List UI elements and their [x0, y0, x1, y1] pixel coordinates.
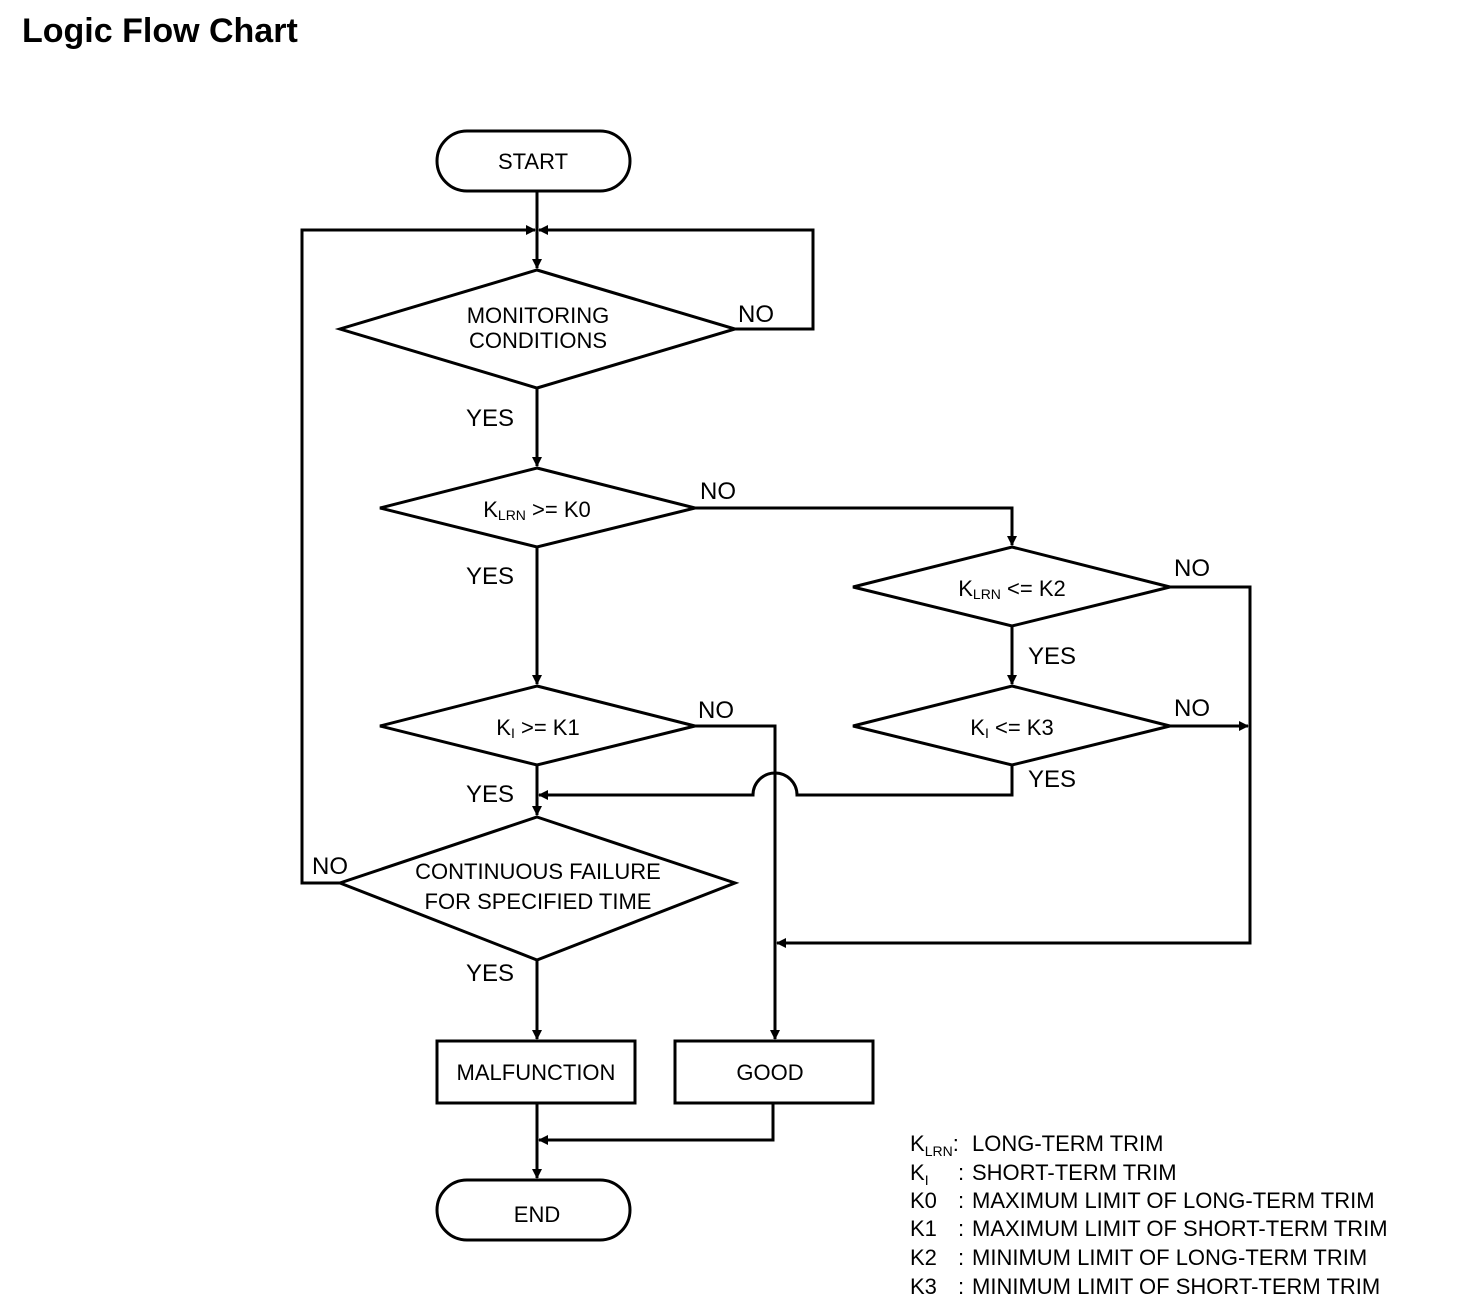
no-label: NO: [698, 697, 734, 724]
legend-item-ki: KI : SHORT-TERM TRIM: [910, 1160, 1177, 1188]
decision-klrn-le-k2: KLRN <= K2: [852, 545, 1171, 628]
legend-item-k2: K2 : MINIMUM LIMIT OF LONG-TERM TRIM: [910, 1245, 1367, 1270]
svg-text:MAXIMUM LIMIT OF LONG-TERM TRI: MAXIMUM LIMIT OF LONG-TERM TRIM: [972, 1188, 1375, 1213]
connector-monitoring-no-loop: [538, 225, 815, 331]
svg-text:K0: K0: [910, 1188, 937, 1213]
legend-item-k1: K1 : MAXIMUM LIMIT OF SHORT-TERM TRIM: [910, 1216, 1388, 1241]
decision-continuous-failure: CONTINUOUS FAILURE FOR SPECIFIED TIME: [335, 815, 740, 962]
monitoring-label-line2: CONDITIONS: [469, 328, 607, 353]
svg-text:KLRN:: KLRN:: [910, 1131, 959, 1159]
ki-ge-k1-label: KI >= K1: [496, 715, 579, 741]
legend-item-klrn: KLRN: LONG-TERM TRIM: [910, 1131, 1163, 1159]
yes-label: YES: [1028, 643, 1076, 670]
end-terminal: END: [435, 1178, 632, 1242]
no-label: NO: [738, 301, 774, 328]
good-label: GOOD: [736, 1060, 803, 1085]
start-terminal: START: [435, 129, 632, 193]
monitoring-label-line1: MONITORING: [467, 303, 610, 328]
svg-text:SHORT-TERM TRIM: SHORT-TERM TRIM: [972, 1160, 1177, 1185]
branch-labels: NO YES NO YES NO YES NO NO YES YES NO YE…: [312, 301, 1210, 987]
page-title: Logic Flow Chart: [22, 12, 298, 50]
connector-continuous-no-loop: [300, 225, 536, 885]
yes-label: YES: [466, 405, 514, 432]
svg-text:MINIMUM LIMIT OF SHORT-TERM TR: MINIMUM LIMIT OF SHORT-TERM TRIM: [972, 1274, 1380, 1299]
legend-item-k3: K3 : MINIMUM LIMIT OF SHORT-TERM TRIM: [910, 1274, 1380, 1299]
connector-k0-no: [695, 506, 1017, 546]
svg-text:MAXIMUM LIMIT OF SHORT-TERM TR: MAXIMUM LIMIT OF SHORT-TERM TRIM: [972, 1216, 1388, 1241]
svg-text:K3: K3: [910, 1274, 937, 1299]
svg-text::: :: [958, 1216, 964, 1241]
decision-ki-le-k3: KI <= K3: [852, 684, 1171, 767]
continuous-label-line2: FOR SPECIFIED TIME: [425, 889, 652, 914]
svg-text::: :: [958, 1160, 964, 1185]
yes-label: YES: [466, 563, 514, 590]
no-label: NO: [1174, 555, 1210, 582]
klrn-le-k2-label: KLRN <= K2: [958, 576, 1066, 602]
svg-text::: :: [958, 1245, 964, 1270]
svg-text:LONG-TERM TRIM: LONG-TERM TRIM: [972, 1131, 1163, 1156]
klrn-ge-k0-label: KLRN >= K0: [483, 497, 591, 523]
connector-k3-yes: [538, 765, 1014, 800]
end-label: END: [514, 1202, 560, 1227]
yes-label: YES: [1028, 766, 1076, 793]
connectors: [300, 191, 1252, 1179]
svg-text::: :: [958, 1274, 964, 1299]
connector-k1-no: [695, 724, 780, 1040]
continuous-label-line1: CONTINUOUS FAILURE: [415, 859, 661, 884]
legend-item-k0: K0 : MAXIMUM LIMIT OF LONG-TERM TRIM: [910, 1188, 1375, 1213]
svg-text:K2: K2: [910, 1245, 937, 1270]
legend: KLRN: LONG-TERM TRIM KI : SHORT-TERM TRI…: [910, 1131, 1388, 1299]
decision-ki-ge-k1: KI >= K1: [379, 684, 696, 767]
good-box: GOOD: [673, 1039, 875, 1105]
svg-text::: :: [958, 1188, 964, 1213]
no-label: NO: [1174, 695, 1210, 722]
svg-text:KI: KI: [910, 1160, 929, 1188]
ki-le-k3-label: KI <= K3: [970, 715, 1053, 741]
no-label: NO: [312, 853, 348, 880]
decision-klrn-ge-k0: KLRN >= K0: [379, 466, 696, 549]
svg-text:K1: K1: [910, 1216, 937, 1241]
connector-good-to-end: [538, 1103, 775, 1145]
malfunction-label: MALFUNCTION: [457, 1060, 616, 1085]
svg-text:MINIMUM LIMIT OF LONG-TERM TRI: MINIMUM LIMIT OF LONG-TERM TRIM: [972, 1245, 1367, 1270]
start-label: START: [498, 149, 568, 174]
malfunction-box: MALFUNCTION: [435, 1039, 637, 1105]
connector-k2-no: [776, 585, 1252, 948]
decision-monitoring-conditions: MONITORING CONDITIONS: [334, 268, 741, 390]
no-label: NO: [700, 478, 736, 505]
yes-label: YES: [466, 781, 514, 808]
yes-label: YES: [466, 960, 514, 987]
